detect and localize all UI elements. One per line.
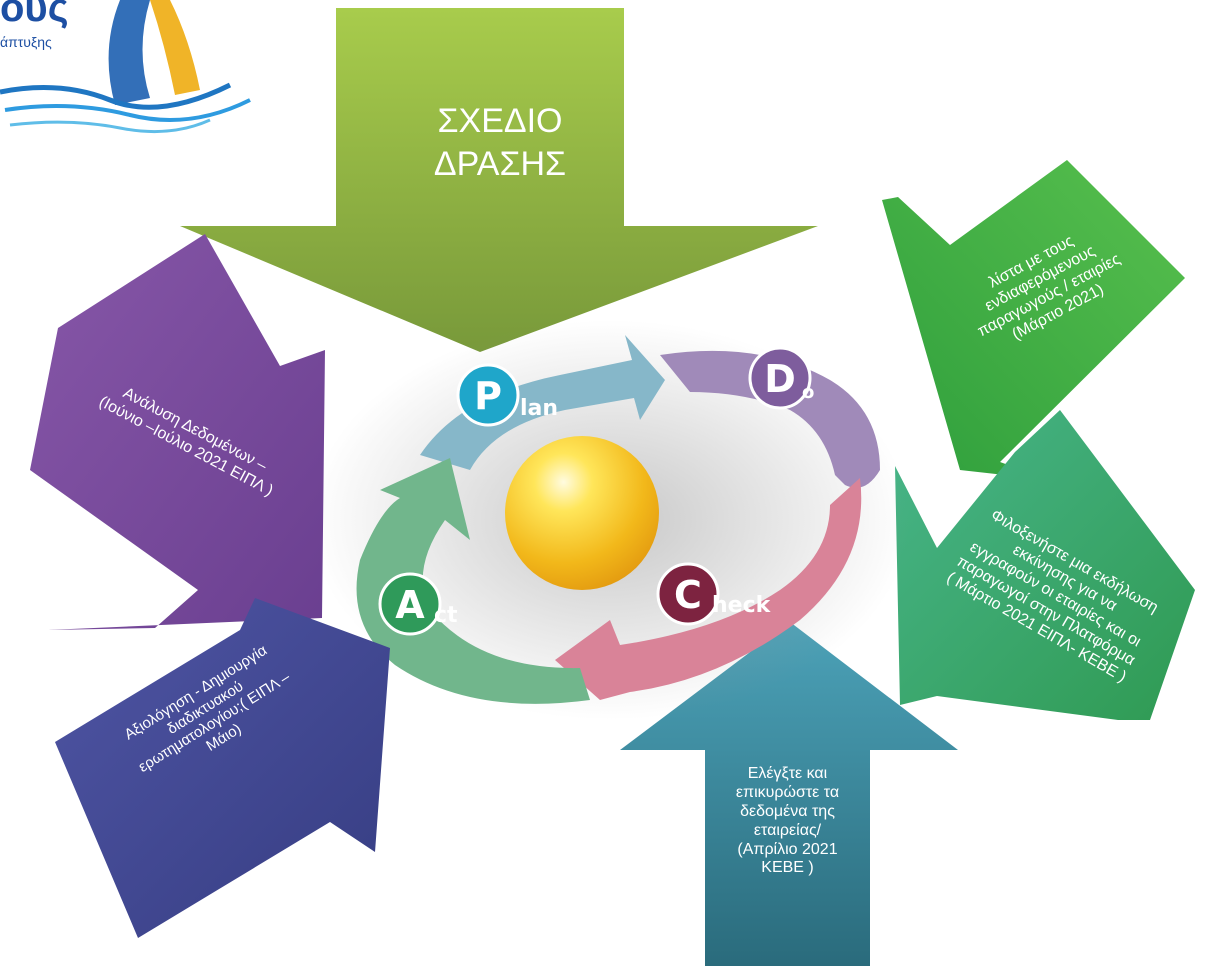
sail-blue-icon bbox=[108, 0, 150, 105]
check-badge bbox=[656, 562, 720, 626]
wave-icon bbox=[9, 118, 211, 134]
plan-rest: lan bbox=[520, 396, 558, 421]
wave-icon bbox=[4, 98, 251, 122]
analysis-step-arrow bbox=[30, 234, 325, 630]
logo-subtitle: άπτυξης bbox=[0, 34, 52, 50]
logo-word: ους bbox=[0, 0, 69, 30]
do-rest: o bbox=[802, 382, 814, 403]
event-step-arrow bbox=[895, 410, 1195, 720]
check-segment bbox=[555, 478, 862, 700]
check-rest: heck bbox=[712, 593, 772, 618]
do-letter: D bbox=[764, 357, 796, 401]
act-rest: ct bbox=[434, 603, 458, 628]
sail-yellow-icon bbox=[150, 0, 200, 95]
action-plan-arrow bbox=[180, 8, 818, 352]
act-letter: A bbox=[395, 583, 425, 627]
logo bbox=[0, 0, 251, 134]
list-step-arrow bbox=[882, 160, 1185, 480]
do-badge bbox=[748, 346, 812, 410]
evaluation-step-arrow bbox=[55, 598, 390, 938]
center-sphere bbox=[505, 436, 659, 590]
action-plan-title: ΣΧΕΔΙΟ ΔΡΑΣΗΣ bbox=[433, 102, 567, 183]
check-step-text: Ελέγξτε και επικυρώστε τα δεδομένα της ε… bbox=[735, 765, 840, 877]
check-letter: C bbox=[674, 573, 702, 617]
plan-segment bbox=[420, 335, 665, 470]
do-segment bbox=[660, 350, 880, 488]
plan-badge bbox=[456, 363, 520, 427]
act-segment bbox=[356, 458, 590, 704]
wave-icon bbox=[0, 82, 232, 110]
act-badge bbox=[378, 572, 442, 636]
plan-letter: P bbox=[474, 374, 502, 418]
